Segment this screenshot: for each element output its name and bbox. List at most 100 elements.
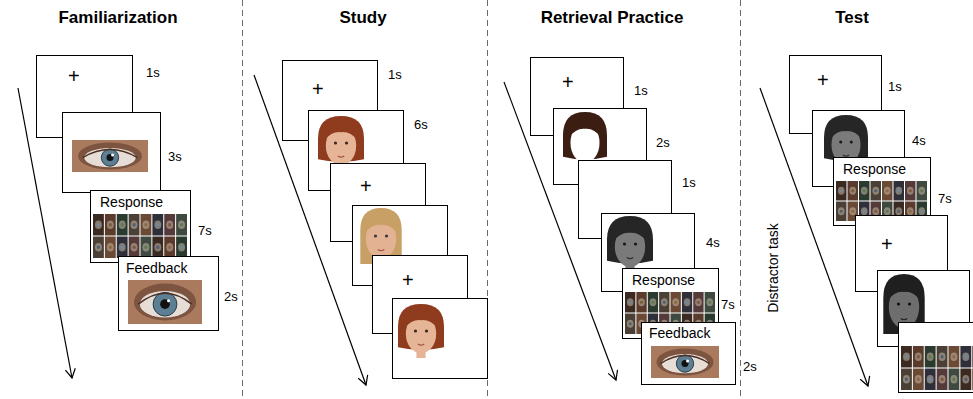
- phase-title: Retrieval Practice: [541, 8, 684, 28]
- thumbnail-eye: [166, 243, 173, 252]
- thumbnail-eye: [107, 243, 114, 252]
- eye-iris: [101, 149, 118, 166]
- phase-note: Distractor task: [765, 223, 781, 312]
- thumbnail-eye: [884, 207, 891, 215]
- thumbnail-iris: [897, 210, 900, 213]
- thumbnail-iris: [917, 378, 920, 381]
- eye-thumbnail: [871, 181, 882, 201]
- eye-glint: [686, 360, 689, 363]
- thumbnail-iris: [964, 378, 967, 381]
- thumbnail-iris: [144, 223, 147, 226]
- thumbnail-ground: [93, 237, 104, 259]
- eye-white: [140, 291, 190, 317]
- screen-label: Response: [843, 161, 906, 177]
- response-screen: Response: [833, 157, 930, 225]
- eye-thumbnail: [671, 292, 681, 313]
- duration-label: 2s: [224, 290, 238, 305]
- thumbnail-eye: [895, 187, 902, 195]
- thumbnail-eye: [119, 220, 126, 229]
- thumbnail-eye: [838, 187, 845, 195]
- face-eye: [345, 141, 348, 144]
- phase-title: Study: [339, 8, 386, 28]
- phase-dividers: [243, 0, 741, 399]
- thumbnail-iris: [156, 246, 159, 249]
- thumbnail-iris: [121, 246, 124, 249]
- face-eye: [425, 329, 428, 332]
- thumbnail-eye: [142, 243, 149, 252]
- feedback-screen: Feedback: [118, 256, 218, 330]
- fringe: [887, 281, 920, 301]
- eye-thumbnail: [925, 346, 936, 368]
- eye-pupil: [106, 154, 113, 161]
- thumbnail-ground: [648, 292, 658, 313]
- thumbnail-ground: [972, 369, 973, 391]
- thumbnail-ground: [917, 181, 928, 201]
- fixation-screen: +: [530, 57, 623, 135]
- thumbnail-iris: [940, 355, 943, 358]
- thumbnail-iris: [97, 223, 100, 226]
- thumbnail-ground: [836, 181, 847, 201]
- fixation-cross: +: [68, 65, 80, 88]
- thumbnail-iris: [708, 301, 711, 304]
- thumbnail-ground: [176, 237, 187, 259]
- eye-thumbnail: [682, 292, 692, 313]
- screen-frame: [91, 191, 191, 263]
- eye-thumbnail: [152, 214, 163, 236]
- eye-thumbnail: [972, 346, 973, 368]
- eye-iris: [676, 355, 693, 372]
- thumbnail-eye: [627, 298, 634, 306]
- eye-thumbnail: [636, 292, 646, 313]
- thumbnail-iris: [917, 355, 920, 358]
- fringe: [569, 119, 601, 138]
- thumbnail-iris: [168, 223, 171, 226]
- thumbnail-iris: [863, 210, 866, 213]
- thumbnail-ground: [905, 181, 916, 201]
- thumbnail-eye: [650, 298, 657, 306]
- thumbnail-ground: [625, 292, 635, 313]
- face-eye: [897, 302, 900, 305]
- thumbnail-eye: [962, 352, 969, 361]
- fixation-cross: +: [360, 175, 372, 198]
- eye-thumbnail: [93, 237, 104, 259]
- thumbnail-iris: [874, 189, 877, 192]
- eye-thumbnail: [925, 369, 936, 391]
- screen-stack: [37, 56, 973, 393]
- face-eye: [634, 242, 637, 245]
- thumbnail-eye: [131, 220, 138, 229]
- eye-socket: [656, 349, 713, 376]
- thumbnail-eye: [119, 243, 126, 252]
- thumbnail-eye: [178, 243, 185, 252]
- duration-label: 1s: [682, 176, 696, 191]
- eye-thumbnail: [882, 181, 893, 201]
- fixation-screen: +: [789, 55, 881, 133]
- thumbnail-iris: [840, 189, 843, 192]
- thumbnail-eye: [950, 352, 957, 361]
- thumbnail-iris: [886, 189, 889, 192]
- thumbnail-ground: [659, 292, 669, 313]
- thumbnail-iris: [651, 301, 654, 304]
- thumbnail-ground: [636, 292, 646, 313]
- fringe: [404, 310, 437, 328]
- face-mouth: [843, 155, 849, 156]
- thumbnail-ground: [972, 346, 973, 368]
- thumbnail-ground: [960, 369, 971, 391]
- thumbnail-eye: [638, 298, 645, 306]
- thumbnail-iris: [851, 210, 854, 213]
- eye-thumbnail: [129, 237, 140, 259]
- thumbnail-ground: [949, 369, 960, 391]
- eye-white: [84, 148, 136, 167]
- fringe: [613, 223, 646, 242]
- eye-lid: [83, 150, 138, 158]
- thumbnail-iris: [929, 355, 932, 358]
- screen-label: Response: [100, 194, 163, 210]
- thumbnail-ground: [671, 292, 681, 313]
- eye-thumbnail: [648, 292, 658, 313]
- thumbnail-eye: [661, 298, 668, 306]
- thumbnail-eye: [927, 352, 934, 361]
- thumbnail-ground: [901, 346, 912, 368]
- fixation-screen: +: [36, 55, 132, 137]
- thumbnail-eye: [107, 220, 114, 229]
- face-eye: [623, 242, 626, 245]
- screen-frame: [63, 113, 161, 193]
- thumbnail-ground: [164, 237, 175, 259]
